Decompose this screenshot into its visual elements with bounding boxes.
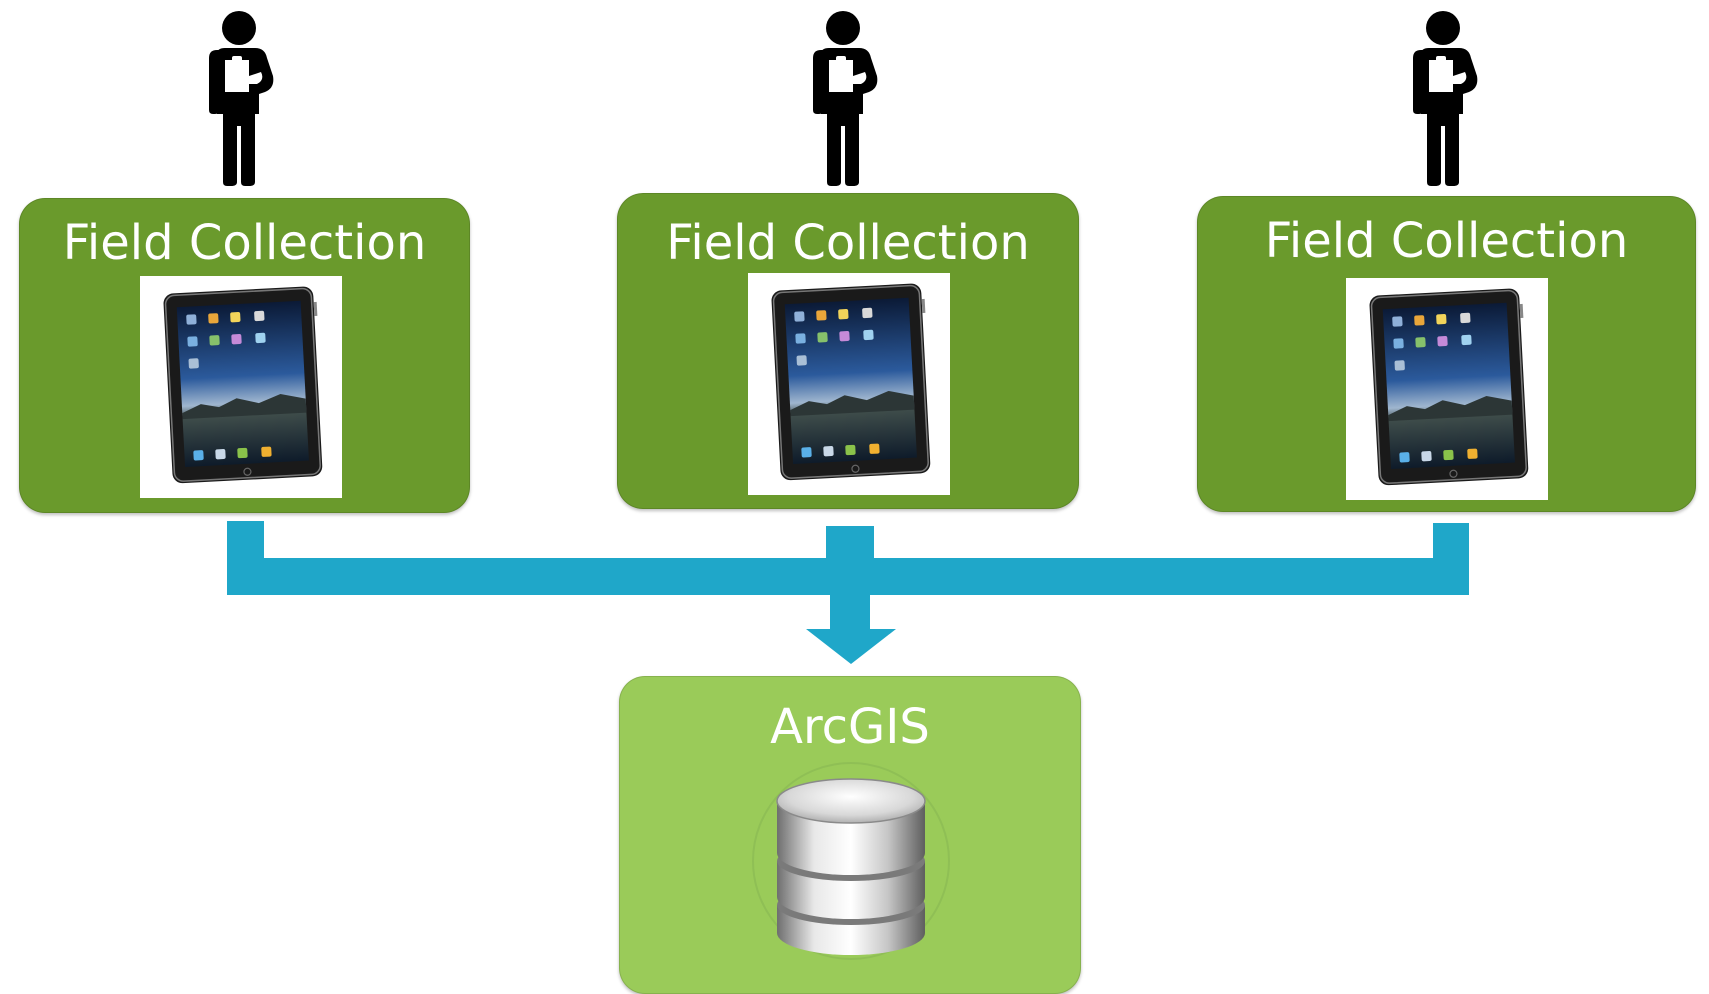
field-collection-box-1: Field Collection <box>19 198 470 513</box>
connector-drop-3 <box>1433 523 1469 560</box>
field-collection-title: Field Collection <box>62 215 427 271</box>
field-worker-with-clipboard-icon <box>807 10 887 186</box>
field-worker-with-clipboard-icon <box>1407 10 1487 186</box>
connector-drop-2 <box>826 526 874 562</box>
field-collection-title: Field Collection <box>1264 213 1629 269</box>
database-icon <box>751 761 951 961</box>
connector-drop-1 <box>227 521 264 558</box>
field-worker-with-clipboard-icon <box>203 10 283 186</box>
arcgis-title: ArcGIS <box>770 699 930 755</box>
field-collection-box-3: Field Collection <box>1197 196 1696 512</box>
field-collection-title: Field Collection <box>666 215 1030 271</box>
connector-horizontal-bar <box>227 558 1469 595</box>
field-collection-box-2: Field Collection <box>617 193 1079 509</box>
connector-group <box>227 521 1469 664</box>
tablet-icon <box>1346 278 1548 500</box>
tablet-icon <box>140 276 342 498</box>
arcgis-box: ArcGIS <box>619 676 1081 994</box>
connector-stem <box>830 595 870 629</box>
arrow-down-icon <box>806 629 896 664</box>
tablet-icon <box>748 273 950 495</box>
